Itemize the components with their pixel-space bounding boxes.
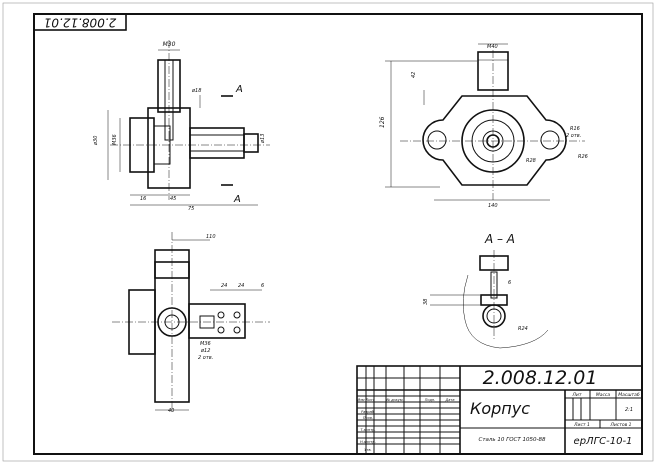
title-block-material: Сталь 10 ГОСТ 1050-88 bbox=[479, 437, 546, 443]
row-razrab: Разраб. bbox=[361, 410, 375, 414]
section-title: А – А bbox=[484, 232, 515, 246]
title-block-lit-label: Лит bbox=[572, 392, 582, 398]
title-block-sheets: Листов 1 bbox=[609, 422, 631, 428]
dim-6-section: 6 bbox=[508, 280, 511, 286]
dim-m30: М30 bbox=[163, 41, 176, 48]
dim-6: 6 bbox=[261, 283, 264, 289]
title-block-scale: 2:1 bbox=[625, 407, 633, 413]
top-view: М40 42 126 R28 R16 2 отв. R26 140 bbox=[379, 43, 588, 209]
row-dok: № докум. bbox=[385, 398, 403, 402]
title-block-mass-label: Масса bbox=[596, 392, 611, 398]
section-letter-bottom: А bbox=[233, 194, 241, 205]
dim-24b: 24 bbox=[238, 283, 244, 289]
dim-d13: ø13 bbox=[260, 134, 266, 144]
row-podp: Подп. bbox=[425, 398, 436, 402]
row-prov: Пров. bbox=[363, 416, 373, 420]
dim-140: 140 bbox=[488, 203, 498, 209]
title-block-scale-label: Масштаб bbox=[618, 392, 640, 398]
front-view: М30 ø18 ø30 М36 ø13 16 45 75 А А bbox=[93, 40, 270, 212]
title-block-group: ерЛГС-10-1 bbox=[574, 436, 633, 447]
dim-m36-side: М36 bbox=[200, 341, 211, 347]
dim-m40: М40 bbox=[487, 44, 498, 50]
dim-16: 16 bbox=[140, 196, 146, 202]
dim-d30: ø30 bbox=[93, 136, 99, 146]
row-tkontr: Т.контр. bbox=[360, 428, 375, 432]
title-block: 2.008.12.01 Корпус Сталь 10 ГОСТ 1050-88… bbox=[356, 365, 643, 455]
dim-r26: R26 bbox=[578, 154, 588, 160]
side-view: 110 24 24 6 М36 ø12 2 отв. 40 bbox=[112, 232, 270, 414]
row-data: Дата bbox=[444, 398, 454, 402]
dim-24a: 24 bbox=[221, 283, 227, 289]
row-nkontr: Н.контр. bbox=[360, 440, 376, 444]
section-letter-top: А bbox=[235, 84, 243, 95]
drawing-frame bbox=[33, 13, 643, 455]
title-block-sheet: Лист 1 bbox=[573, 422, 590, 428]
dim-45: 45 bbox=[170, 196, 176, 202]
title-block-part-name: Корпус bbox=[470, 399, 530, 418]
dim-2holes: 2 отв. bbox=[198, 355, 213, 361]
dim-38: 38 bbox=[423, 299, 429, 305]
dim-75: 75 bbox=[188, 206, 194, 212]
dim-r24: R24 bbox=[518, 326, 528, 332]
dim-r28: R28 bbox=[526, 158, 536, 164]
dim-110: 110 bbox=[206, 234, 216, 240]
dim-m36: М36 bbox=[112, 134, 118, 145]
row-izm: Изм Лист bbox=[357, 398, 375, 402]
dim-d12: ø12 bbox=[200, 348, 210, 354]
dim-d18: ø18 bbox=[191, 88, 201, 94]
dim-holes: 2 отв. bbox=[566, 133, 581, 139]
rotated-stamp-code: 2.008.12.01 bbox=[44, 16, 117, 30]
section-a-a: А – А 6 38 R24 bbox=[423, 232, 549, 349]
dim-40: 40 bbox=[168, 408, 174, 414]
rotated-stamp: 2.008.12.01 bbox=[33, 13, 127, 31]
dim-126: 126 bbox=[379, 116, 386, 128]
row-utv: Утв. bbox=[364, 448, 371, 452]
dim-42: 42 bbox=[411, 72, 417, 78]
dim-r16: R16 bbox=[570, 126, 580, 132]
title-block-code: 2.008.12.01 bbox=[483, 367, 598, 389]
